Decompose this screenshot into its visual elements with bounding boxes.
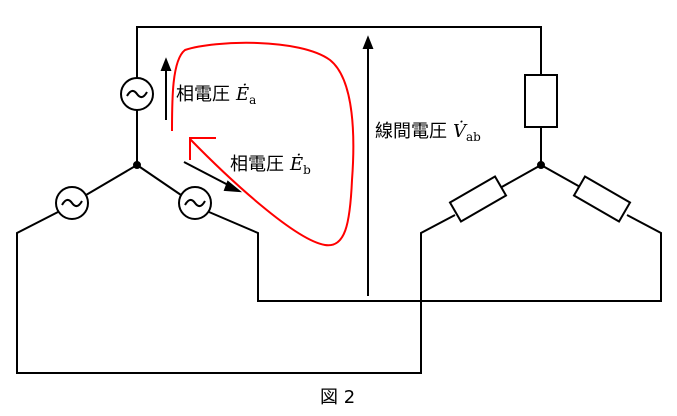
red-loop-arrow: [171, 41, 355, 247]
label-subscript: ab: [466, 130, 481, 144]
label-text: 線間電圧: [375, 121, 447, 142]
load-resistor-a: [524, 74, 558, 128]
load-resistor-right: [572, 175, 632, 223]
label-symbol: Ė: [290, 154, 304, 175]
label-subscript: a: [249, 93, 257, 107]
label-text: 相電圧: [230, 154, 284, 175]
load-neutral-node: [537, 161, 545, 169]
ac-source-a: [120, 77, 154, 111]
ac-source-b: [178, 186, 212, 220]
label-symbol: Ė: [236, 84, 250, 105]
arrow-phase-b: [183, 161, 243, 193]
arrow-line-voltage: [362, 35, 374, 296]
ac-source-c: [55, 186, 89, 220]
label-phase-voltage-b: 相電圧 Ėb: [230, 150, 311, 177]
figure-caption: 図 2: [320, 387, 356, 408]
label-text: 相電圧: [176, 84, 230, 105]
load-resistor-left: [448, 175, 508, 223]
wires: [16, 26, 662, 374]
label-phase-voltage-a: 相電圧 Ėa: [176, 80, 256, 107]
label-symbol: V̇: [453, 121, 466, 142]
label-line-voltage-ab: 線間電圧 V̇ab: [375, 117, 481, 144]
source-neutral-node: [133, 161, 141, 169]
arrow-phase-a: [160, 57, 172, 120]
label-subscript: b: [303, 163, 311, 177]
